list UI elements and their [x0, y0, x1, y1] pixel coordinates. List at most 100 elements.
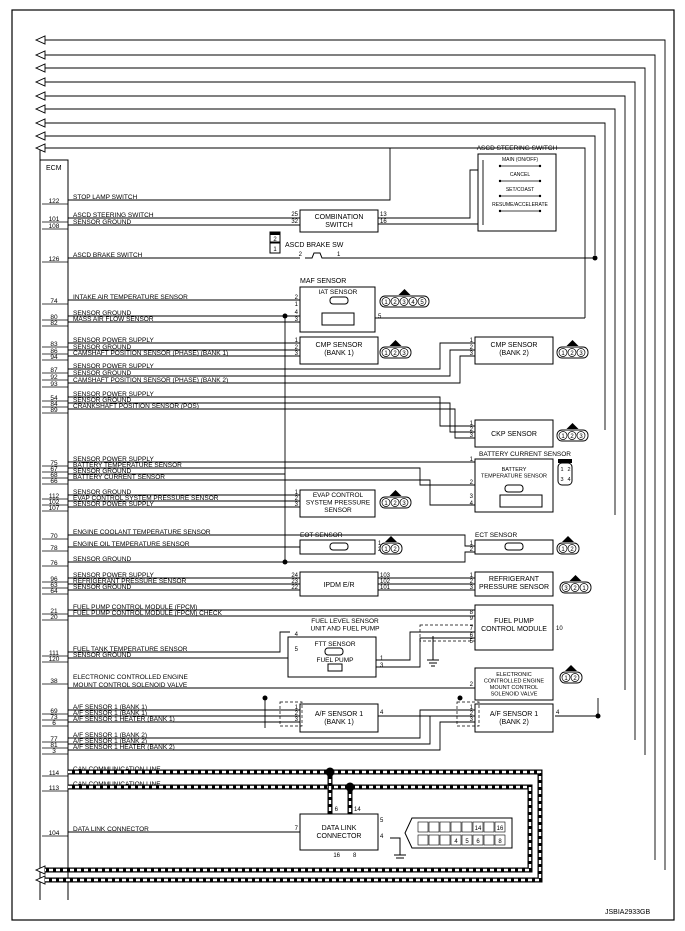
ecm-pin-label: SENSOR POWER SUPPLY — [73, 501, 154, 508]
fpcm-pin: 8 — [470, 610, 474, 616]
ecm-pin-label: A/F SENSOR 1 (BANK 1) — [73, 704, 147, 711]
switch-dot — [498, 209, 502, 213]
connector-pin-label: 2 — [570, 351, 574, 357]
ecm-pin-label: REFRIGERANT PRESSURE SENSOR — [73, 578, 187, 585]
fpcm-pin: 6 — [470, 633, 474, 639]
dlc-cavity — [483, 821, 495, 833]
footer-code: JSBIA2933GB — [605, 909, 650, 916]
connector-pin-label: 2 — [570, 434, 574, 440]
fuel-level-unit-title: UNIT AND FUEL PUMP — [311, 626, 380, 633]
maf-sensor-pin: 5 — [378, 314, 382, 320]
ecm-pin-number: 78 — [50, 545, 58, 552]
ect-sensor-pin: 2 — [470, 547, 474, 553]
ecm-pin-label: CAMSHAFT POSITION SENSOR (PHASE) (BANK 1… — [73, 350, 228, 357]
maf-sensor-title: MAF SENSOR — [300, 278, 346, 285]
ecm-block — [39, 150, 69, 900]
cmp-bank1-pin: 1 — [295, 338, 299, 344]
ecm-pin-number: 122 — [49, 198, 60, 205]
dlc-cavity — [461, 834, 473, 846]
cmp-bank1-title: (BANK 1) — [324, 350, 354, 357]
switch-dot — [538, 194, 542, 198]
ecm-pin-number: 84 — [50, 401, 58, 408]
switch-dot — [538, 164, 542, 168]
ecm-pin-label: SENSOR POWER SUPPLY — [73, 572, 154, 579]
ecm-pin-label: SENSOR GROUND — [73, 489, 131, 496]
ecm-pin-label: ELECTRONIC CONTROLLED ENGINE — [73, 674, 189, 681]
dlc-cavity — [472, 821, 484, 833]
ecm-pin-label: FUEL TANK TEMPERATURE SENSOR — [73, 646, 188, 653]
ipdm-pin: 101 — [380, 585, 391, 591]
connector-pin-label: 2 — [393, 300, 397, 306]
fuel-pump-module-box — [474, 604, 554, 651]
connector-pin-label: 1 — [560, 467, 563, 473]
connector-pin-label: 1 — [384, 547, 388, 553]
ecm-pin-label: CAMSHAFT POSITION SENSOR (PHASE) (BANK 2… — [73, 377, 228, 384]
ascd-switch-item: RESUME/ACCELERATE — [492, 202, 548, 208]
ascd-steering-switch-box — [477, 153, 557, 232]
fuel-level-pin: 3 — [380, 663, 384, 669]
current-element — [499, 494, 543, 508]
connector-pin — [570, 673, 580, 682]
connector-pin — [381, 498, 391, 507]
ecm-pin-label: SENSOR POWER SUPPLY — [73, 456, 154, 463]
fuel-level-pin: 5 — [295, 647, 299, 653]
ecm-pin-label: SENSOR GROUND — [73, 397, 131, 404]
connector-pin-label: 4 — [567, 477, 570, 483]
mount-solenoid-pin: 2 — [470, 682, 474, 688]
diagram-frame — [11, 9, 675, 921]
dlc-cavity-label: 6 — [476, 839, 480, 845]
battery-current-sensor-title: BATTERY CURRENT SENSOR — [479, 451, 571, 458]
ecm-pin-number: 69 — [50, 708, 58, 715]
ground-symbol — [390, 837, 406, 859]
thermistor-symbol — [329, 542, 349, 551]
fuel-level-pin: 1 — [380, 656, 384, 662]
ecm-pin-number: 126 — [49, 256, 60, 263]
connector-pin — [390, 498, 400, 507]
mount-solenoid-title: MOUNT CONTROL — [490, 685, 538, 691]
shield-box — [279, 701, 303, 727]
ecm-pin-number: 68 — [50, 472, 58, 479]
connector-pin-label: 4 — [411, 300, 415, 306]
ecm-pin-label: A/F SENSOR 1 (BANK 2) — [73, 738, 147, 745]
ipdm-pin: 103 — [380, 573, 391, 579]
combination-switch-title: SWITCH — [325, 222, 353, 229]
maf-sensor-pin: 3 — [295, 317, 299, 323]
dlc-cavity — [450, 834, 462, 846]
dlc-cavity — [461, 821, 473, 833]
ecm-pin-label: FUEL PUMP CONTROL MODULE (FPCM) CHECK — [73, 610, 223, 617]
ecm-pin-label: SENSOR POWER SUPPLY — [73, 391, 154, 398]
cmp-bank2-pin: 2 — [470, 345, 474, 351]
evap-sensor-pin: 2 — [295, 496, 299, 502]
combination-switch-pin: 32 — [291, 219, 298, 225]
refrigerant-sensor-title: REFRIGERANT — [489, 576, 540, 583]
battery-temp-sensor-title: BATTERY — [502, 467, 527, 473]
can-bus — [45, 767, 543, 883]
connector-arrow — [34, 143, 46, 153]
ckp-sensor-pin: 2 — [470, 427, 474, 433]
ecm-pin-label: ASCD BRAKE SWITCH — [73, 252, 143, 259]
brake-connector — [269, 242, 281, 254]
ecm-pin-number: 89 — [50, 407, 58, 414]
fpcm-pin: 7 — [470, 626, 474, 632]
connector-pin-label: 2 — [570, 547, 574, 553]
connector-pin — [561, 583, 571, 592]
ecm-pin-label: MASS AIR FLOW SENSOR — [73, 316, 154, 323]
ecm-pin-label: SENSOR GROUND — [73, 468, 131, 475]
connector-pin — [408, 297, 418, 306]
connector-key — [385, 536, 397, 542]
connector-pin-label: 2 — [393, 351, 397, 357]
ecm-pin-number: 3 — [52, 748, 56, 755]
ecm-pin-label: ENGINE COOLANT TEMPERATURE SENSOR — [73, 529, 211, 536]
connector-pin — [576, 431, 586, 440]
ecm-pin-label: SENSOR POWER SUPPLY — [73, 337, 154, 344]
switch-dot — [498, 164, 502, 168]
dlc-cavity — [439, 821, 451, 833]
brake-connector-key — [270, 232, 280, 235]
ecm-pin-number: 20 — [50, 614, 58, 621]
